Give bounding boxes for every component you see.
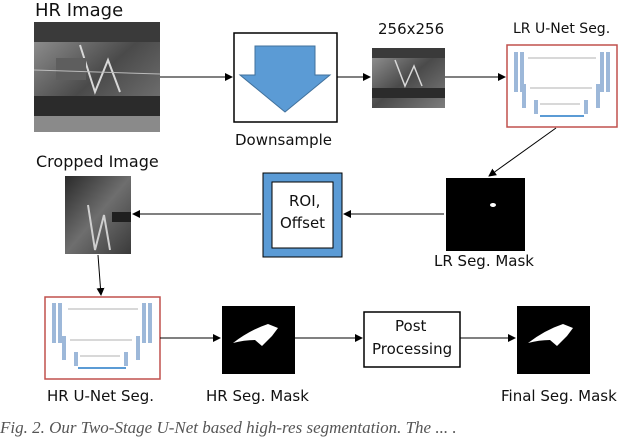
label-lr-unet: LR U-Net Seg. (513, 21, 611, 37)
down-arrow-icon (238, 45, 332, 113)
label-hr-mask: HR Seg. Mask (206, 387, 309, 405)
label-lr-mask: LR Seg. Mask (434, 252, 534, 270)
final-mask-thumbnail (517, 306, 590, 374)
label-256: 256x256 (378, 20, 445, 38)
hr-mask-thumbnail (222, 306, 295, 374)
label-final-mask: Final Seg. Mask (501, 387, 617, 405)
label-hr-unet: HR U-Net Seg. (47, 387, 154, 405)
lr-mask-thumbnail (446, 178, 525, 251)
label-offset: Offset (280, 214, 326, 232)
cropped-image-thumbnail (65, 176, 131, 254)
label-cropped-image: Cropped Image (36, 152, 159, 171)
hr-unet-icon (44, 296, 161, 380)
post-processing-block (363, 311, 461, 368)
arrow-crop-to-hrunet (96, 254, 105, 296)
roi-offset-block (262, 172, 343, 258)
lr-image-thumbnail (372, 48, 445, 108)
label-post: Post (395, 317, 427, 335)
label-downsample: Downsample (235, 131, 333, 149)
hr-image-thumbnail (33, 22, 161, 132)
figure-caption: Fig. 2. Our Two-Stage U-Net based high-r… (0, 418, 457, 437)
flow-arrows (96, 73, 557, 342)
arrow-unet-to-lrmask (488, 127, 557, 177)
lr-unet-icon (506, 44, 618, 128)
downsample-block (233, 32, 338, 123)
label-hr-image: HR Image (35, 0, 124, 21)
label-processing: Processing (372, 340, 453, 358)
label-roi: ROI, (289, 192, 321, 210)
